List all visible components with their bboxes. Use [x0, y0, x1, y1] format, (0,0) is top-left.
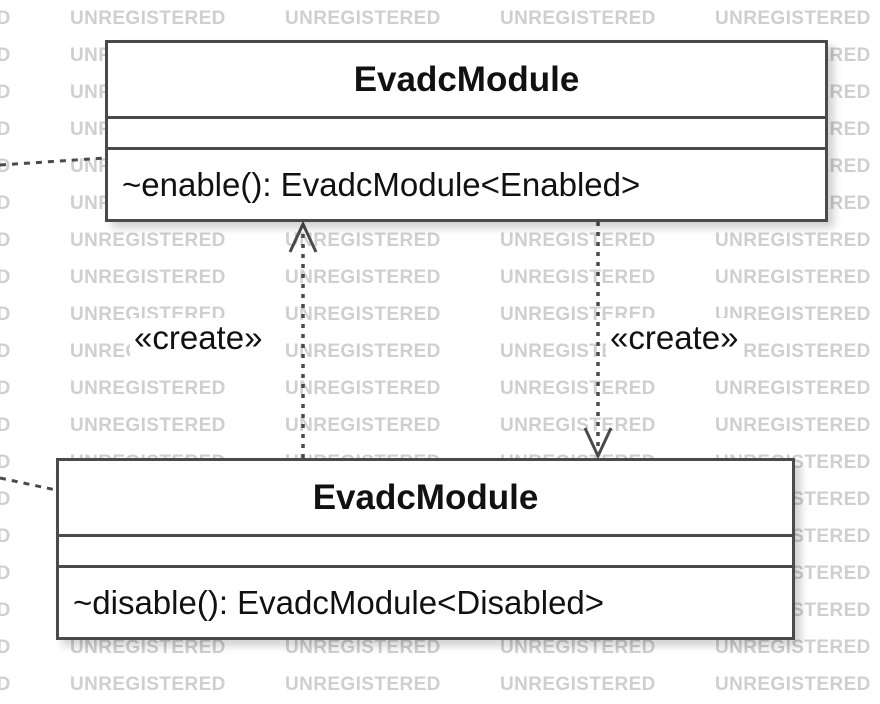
- stereotype-create-label: «create»: [606, 318, 743, 358]
- watermark-text: UNREGISTERED: [285, 340, 441, 362]
- watermark-row: UNREGISTERED UNREGISTERED UNREGISTERED UNRE…: [0, 0, 880, 37]
- watermark-text: UNREGISTERED: [0, 377, 11, 399]
- watermark-text: UNREGISTERED: [0, 414, 11, 436]
- watermark-text: UNREGISTERED: [715, 303, 871, 325]
- watermark-text: UNREGISTERED: [70, 636, 226, 658]
- watermark-row: UNREGISTERED UNREGISTERED UNREGISTERED UNRE…: [0, 259, 880, 296]
- watermark-text: UNREGISTERED: [715, 229, 871, 251]
- watermark-text: UNREGISTERED: [285, 377, 441, 399]
- watermark-text: UNREGISTERED: [715, 266, 871, 288]
- attributes-compartment: [59, 537, 792, 568]
- watermark-row: UNREGISTERED UNREGISTERED UNREGISTERED UNRE…: [0, 222, 880, 259]
- class-enabled[interactable]: EvadcModule ~enable(): EvadcModule<Enabl…: [105, 40, 828, 222]
- watermark-text: UNREGISTERED: [70, 414, 226, 436]
- create-dependency-down-arrowhead: [583, 427, 613, 460]
- watermark-text: UNREGISTERED: [70, 377, 226, 399]
- operation-enable: ~enable(): EvadcModule<Enabled>: [122, 165, 641, 203]
- watermark-text: UNREGISTERED: [285, 303, 441, 325]
- watermark-text: UNREGISTERED: [70, 673, 226, 695]
- class-name: EvadcModule: [59, 461, 792, 537]
- watermark-text: UNREGISTERED: [0, 562, 11, 584]
- watermark-text: UNREGISTERED: [715, 673, 871, 695]
- watermark-text: UNREGISTERED: [70, 229, 226, 251]
- watermark-text: UNREGISTERED: [0, 636, 11, 658]
- watermark-text: UNREGISTERED: [285, 7, 441, 29]
- watermark-text: UNREGISTERED: [500, 377, 656, 399]
- create-dependency-up-arrowhead: [288, 220, 318, 253]
- watermark-text: UNREGISTERED: [0, 266, 11, 288]
- watermark-text: UNREGISTERED: [0, 7, 11, 29]
- watermark-row: UNREGISTERED UNREGISTERED UNREGISTERED UNRE…: [0, 629, 880, 666]
- watermark-text: UNREGISTERED: [70, 7, 226, 29]
- watermark-text: UNREGISTERED: [285, 414, 441, 436]
- watermark-text: UNREGISTERED: [715, 636, 871, 658]
- watermark-text: UNREGISTERED: [0, 451, 11, 473]
- watermark-text: UNREGISTERED: [0, 303, 11, 325]
- watermark-text: UNREGISTERED: [715, 7, 871, 29]
- watermark-text: UNREGISTERED: [500, 266, 656, 288]
- watermark-text: UNREGISTERED: [0, 673, 11, 695]
- watermark-text: UNREGISTERED: [0, 488, 11, 510]
- watermark-text: UNREGISTERED: [285, 266, 441, 288]
- watermark-text: UNREGISTERED: [0, 599, 11, 621]
- class-disabled[interactable]: EvadcModule ~disable(): EvadcModule<Disa…: [56, 458, 795, 640]
- watermark-text: UNREGISTERED: [500, 229, 656, 251]
- watermark-text: UNREGISTERED: [0, 192, 11, 214]
- watermark-text: UNREGISTERED: [0, 525, 11, 547]
- dependency-line-left-incoming: [0, 156, 106, 167]
- watermark-text: UNREGISTERED: [500, 7, 656, 29]
- stereotype-create-label: «create»: [130, 318, 267, 358]
- dependency-line-left-incoming-lower: [0, 476, 57, 492]
- watermark-text: UNREGISTERED: [70, 266, 226, 288]
- operation-disable: ~disable(): EvadcModule<Disabled>: [73, 583, 605, 621]
- class-name: EvadcModule: [108, 43, 825, 119]
- watermark-row: UNREGISTERED UNREGISTERED UNREGISTERED UNRE…: [0, 666, 880, 703]
- watermark-text: UNREGISTERED: [285, 229, 441, 251]
- watermark-text: UNREGISTERED: [500, 414, 656, 436]
- watermark-text: UNREGISTERED: [0, 81, 11, 103]
- watermark-row: UNREGISTERED UNREGISTERED UNREGISTERED UNRE…: [0, 370, 880, 407]
- watermark-text: UNREGISTERED: [285, 636, 441, 658]
- watermark-text: UNREGISTERED: [0, 118, 11, 140]
- watermark-row: UNREGISTERED UNREGISTERED UNREGISTERED UNRE…: [0, 407, 880, 444]
- watermark-text: UNREGISTERED: [285, 673, 441, 695]
- watermark-text: UNREGISTERED: [500, 636, 656, 658]
- watermark-text: UNREGISTERED: [0, 229, 11, 251]
- watermark-text: UNREGISTERED: [0, 340, 11, 362]
- watermark-text: UNREGISTERED: [715, 340, 871, 362]
- watermark-text: UNREGISTERED: [715, 377, 871, 399]
- watermark-text: UNREGISTERED: [500, 673, 656, 695]
- attributes-compartment: [108, 119, 825, 150]
- watermark-text: UNREGISTERED: [715, 414, 871, 436]
- watermark-text: UNREGISTERED: [0, 44, 11, 66]
